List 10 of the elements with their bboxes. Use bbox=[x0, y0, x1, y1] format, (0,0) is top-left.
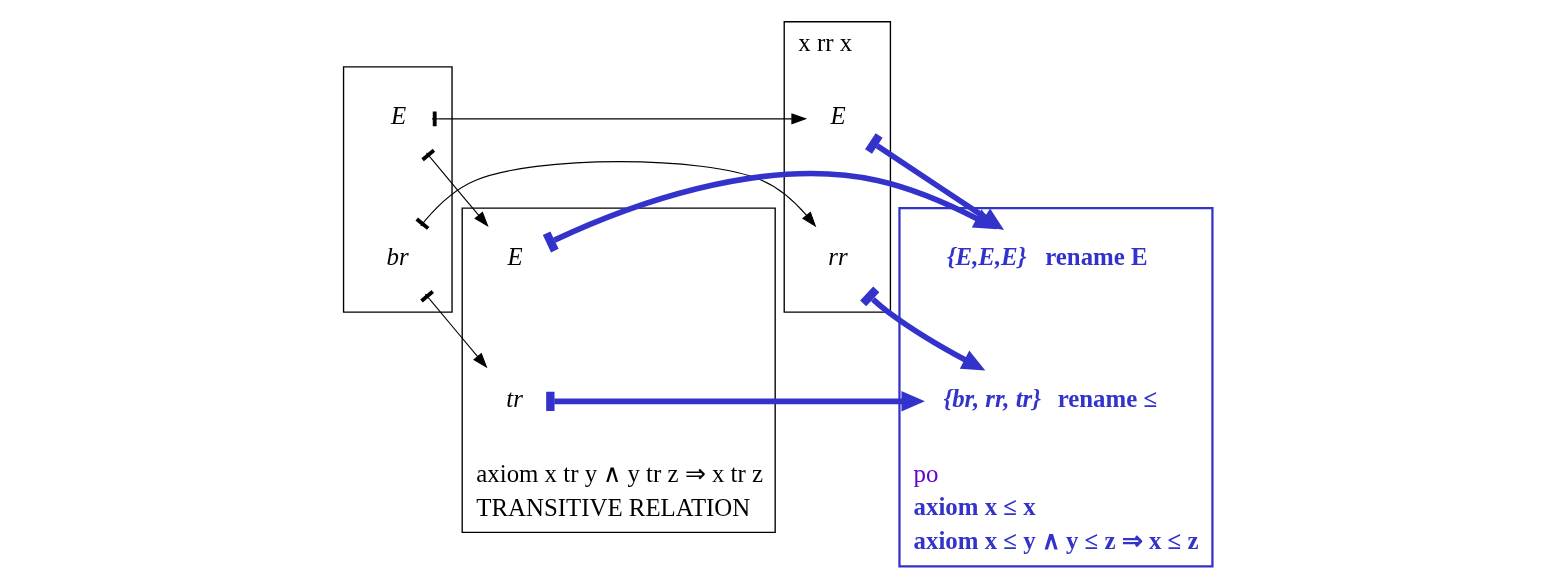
node-text: tr bbox=[505, 384, 523, 412]
node-text: E bbox=[830, 102, 846, 130]
node-label: rename ≤ bbox=[1057, 384, 1157, 412]
node-text: rr bbox=[827, 243, 848, 271]
node-text: br bbox=[385, 243, 409, 271]
node-text: E bbox=[390, 102, 406, 130]
node-text: {E,E,E} bbox=[946, 243, 1026, 271]
node-text: {br, rr, tr} bbox=[943, 384, 1041, 412]
node-text: E bbox=[506, 243, 523, 271]
node-label: rename E bbox=[1044, 243, 1148, 271]
